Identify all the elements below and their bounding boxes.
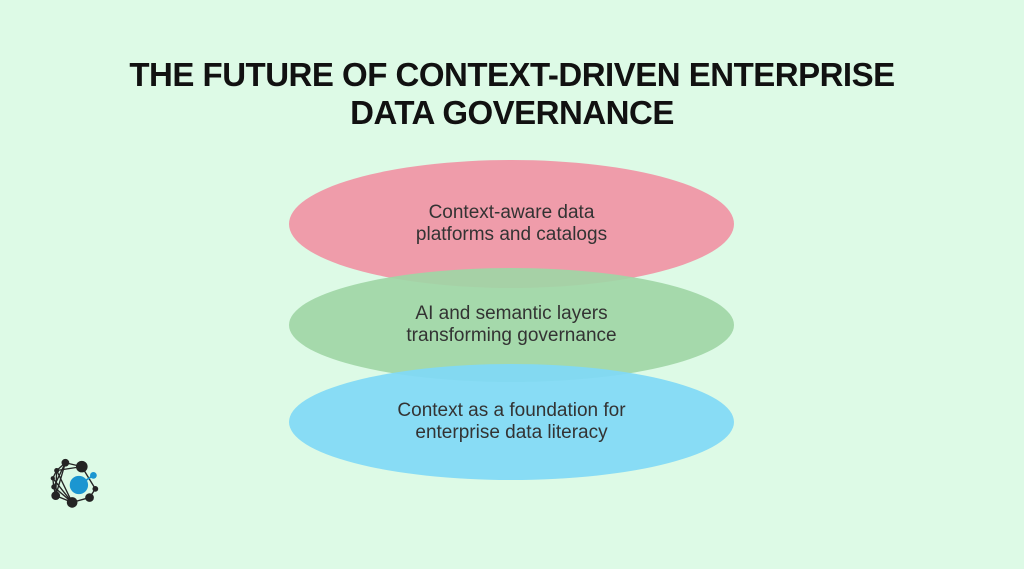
ellipse-label-line: enterprise data literacy [415, 422, 608, 443]
ellipse-label-ai-semantic-layers: AI and semantic layers transforming gove… [289, 268, 734, 382]
page-title-line1: THE FUTURE OF CONTEXT-DRIVEN ENTERPRISE [129, 56, 895, 93]
ellipse-label-line: Context as a foundation for [397, 400, 626, 421]
ellipse-label-context-foundation: Context as a foundation for enterprise d… [289, 364, 734, 480]
network-graph-logo-icon [50, 458, 99, 508]
ellipse-label-context-aware-platforms: Context-aware data platforms and catalog… [289, 160, 734, 288]
ellipse-label-line: platforms and catalogs [415, 224, 608, 245]
ellipse-label-line: Context-aware data [428, 202, 595, 223]
logo-nodes [50, 458, 99, 508]
page-title: THE FUTURE OF CONTEXT-DRIVEN ENTERPRISE … [0, 56, 1024, 132]
logo-accent-nodes [69, 471, 97, 495]
ellipse-ai-semantic-layers [289, 268, 734, 382]
ellipse-label-line: AI and semantic layers [415, 303, 608, 324]
ellipse-context-foundation [289, 364, 734, 480]
page-title-line2: DATA GOVERNANCE [350, 94, 674, 131]
ellipse-label-line: transforming governance [406, 325, 617, 346]
ellipse-context-aware-platforms [289, 160, 734, 288]
